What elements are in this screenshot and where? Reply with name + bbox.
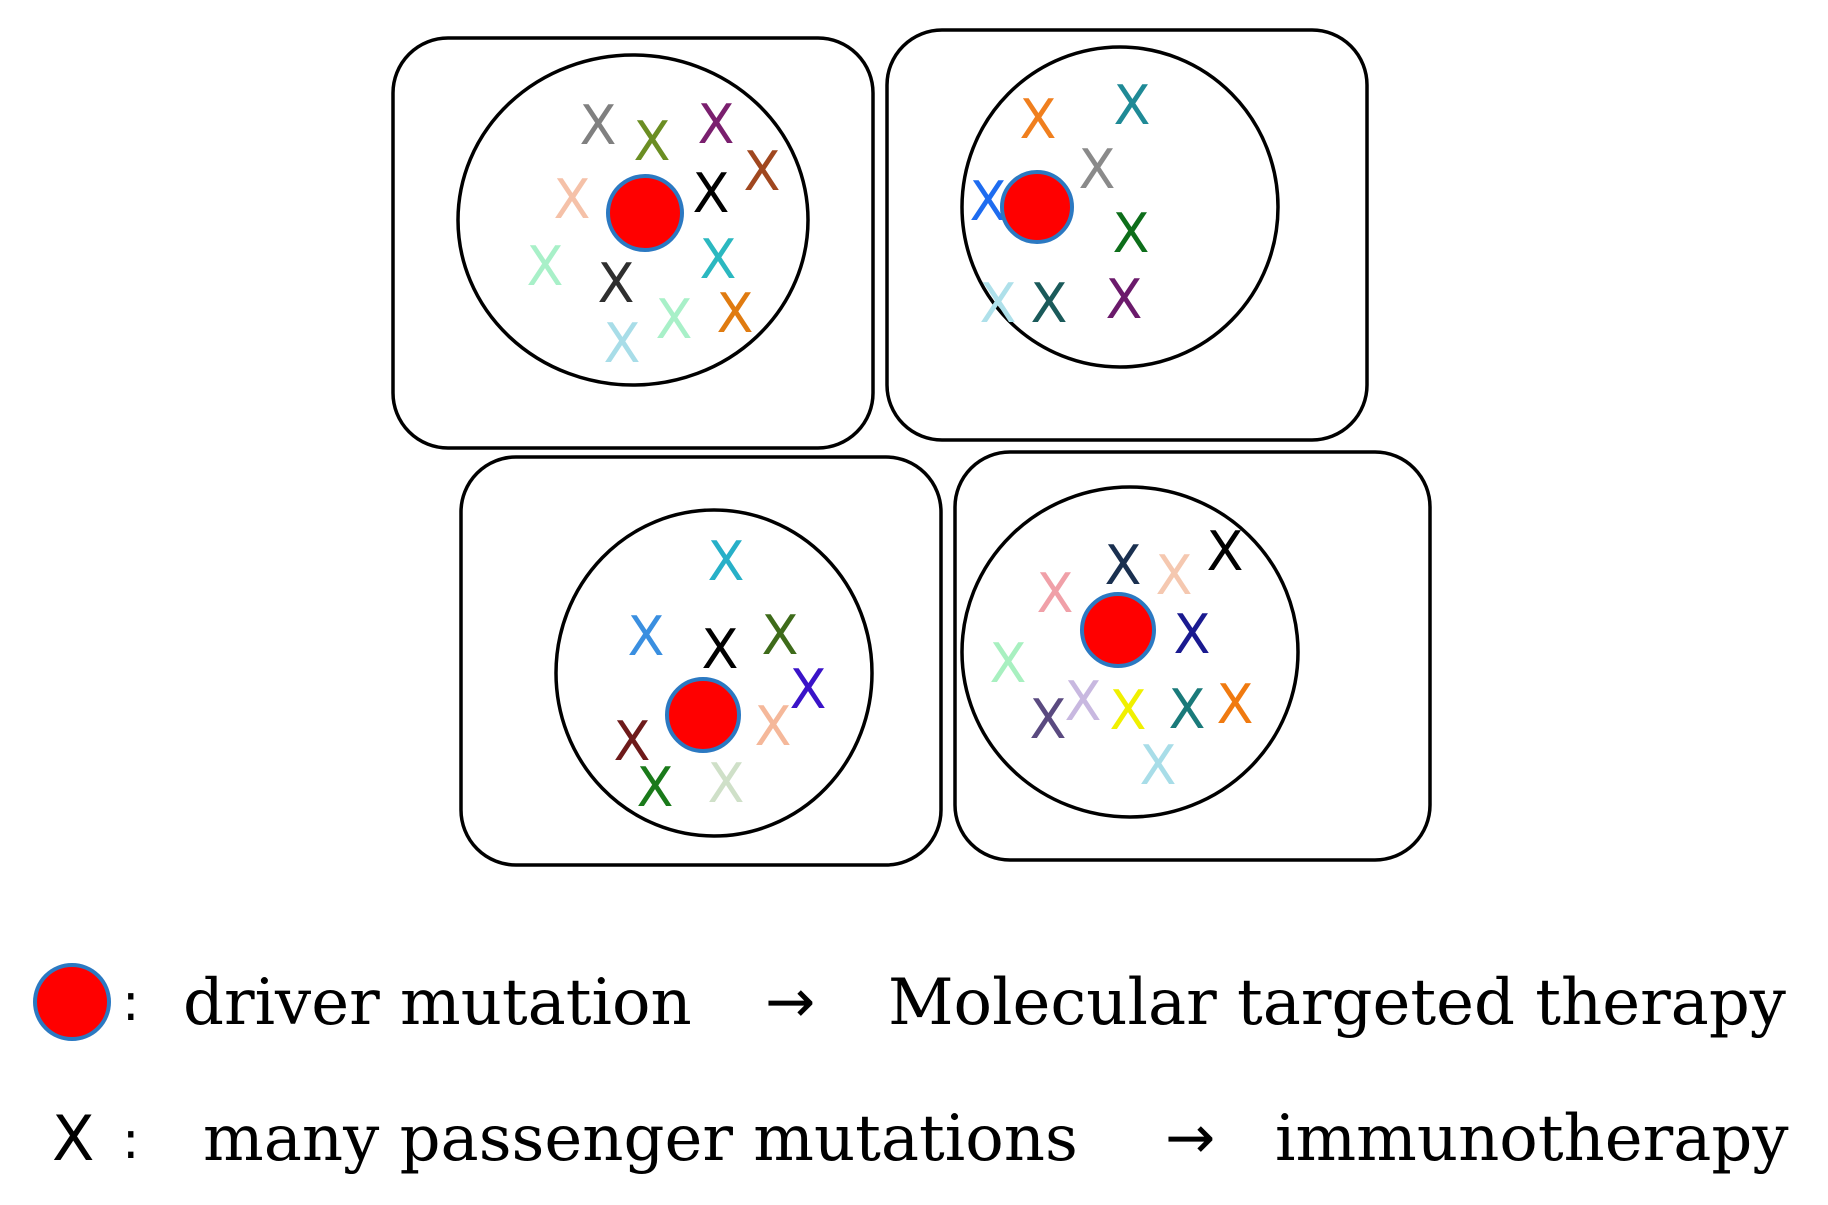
cell-2-driver-mutation	[1000, 170, 1074, 244]
legend-driver-label: driver mutation	[183, 966, 692, 1040]
passenger-mutation-x: X	[1106, 268, 1143, 331]
passenger-mutation-x: X	[1140, 734, 1177, 797]
passenger-mutation-x: X	[970, 170, 1007, 233]
passenger-mutation-x: X	[1113, 202, 1150, 265]
passenger-mutation-x: X	[790, 658, 827, 721]
passenger-mutation-x: X	[614, 710, 651, 773]
passenger-mutation-x: X	[1110, 679, 1147, 742]
passenger-mutation-x: X	[1114, 74, 1151, 137]
passenger-mutation-x: X	[580, 94, 617, 157]
passenger-mutation-x: X	[1169, 678, 1206, 741]
legend-driver-therapy: Molecular targeted therapy	[888, 966, 1786, 1040]
passenger-mutation-x: X	[755, 695, 792, 758]
passenger-mutation-x: X	[744, 140, 781, 203]
legend-passenger-colon: :	[122, 1111, 140, 1171]
passenger-mutation-x: X	[554, 168, 591, 231]
cell-4-driver-mutation	[1080, 592, 1156, 668]
passenger-mutation-x: X	[1174, 603, 1211, 666]
passenger-mutation-x: X	[702, 618, 739, 681]
passenger-mutation-x: X	[1156, 544, 1193, 607]
passenger-mutation-x: X	[1105, 534, 1142, 597]
passenger-mutation-x: X	[1217, 673, 1254, 736]
passenger-mutation-x: X	[980, 272, 1017, 335]
passenger-mutation-x: X	[604, 312, 641, 375]
passenger-mutation-x: X	[1065, 670, 1102, 733]
passenger-mutation-x: X	[708, 752, 745, 815]
passenger-mutation-x: X	[717, 282, 754, 345]
cell-1-driver-mutation	[606, 174, 684, 252]
passenger-mutation-x: X	[1079, 138, 1116, 201]
legend-driver-arrow: →	[765, 967, 815, 1037]
passenger-mutation-x: X	[700, 228, 737, 291]
passenger-mutation-x: X	[708, 530, 745, 593]
legend-passenger-therapy: immunotherapy	[1275, 1102, 1789, 1176]
passenger-mutation-x: X	[698, 93, 735, 156]
passenger-mutation-x: X	[990, 632, 1027, 695]
legend-passenger-arrow: →	[1165, 1103, 1215, 1173]
passenger-mutation-x: X	[598, 252, 635, 315]
legend-passenger-label: many passenger mutations	[203, 1102, 1078, 1176]
legend-driver-symbol	[33, 963, 111, 1041]
passenger-mutation-x: X	[656, 288, 693, 351]
passenger-mutation-x: X	[1037, 562, 1074, 625]
legend-passenger-row: X : many passenger mutations → immunothe…	[52, 1102, 1789, 1176]
cell-3-nucleus	[554, 508, 874, 838]
cell-3-driver-mutation	[665, 677, 741, 753]
passenger-mutation-x: X	[634, 110, 671, 173]
legend-driver-colon: :	[122, 973, 140, 1033]
passenger-mutation-x: X	[637, 756, 674, 819]
passenger-mutation-x: X	[1020, 88, 1057, 151]
passenger-mutation-x: X	[1030, 688, 1067, 751]
passenger-mutation-x: X	[693, 162, 730, 225]
passenger-mutation-x: X	[1207, 520, 1244, 583]
legend-driver-row: : driver mutation → Molecular targeted t…	[33, 963, 1786, 1041]
legend-passenger-symbol: X	[52, 1102, 94, 1175]
passenger-mutation-x: X	[527, 235, 564, 298]
passenger-mutation-x: X	[628, 605, 665, 668]
passenger-mutation-x: X	[762, 604, 799, 667]
cell-2-nucleus	[960, 45, 1280, 369]
passenger-mutation-x: X	[1031, 272, 1068, 335]
